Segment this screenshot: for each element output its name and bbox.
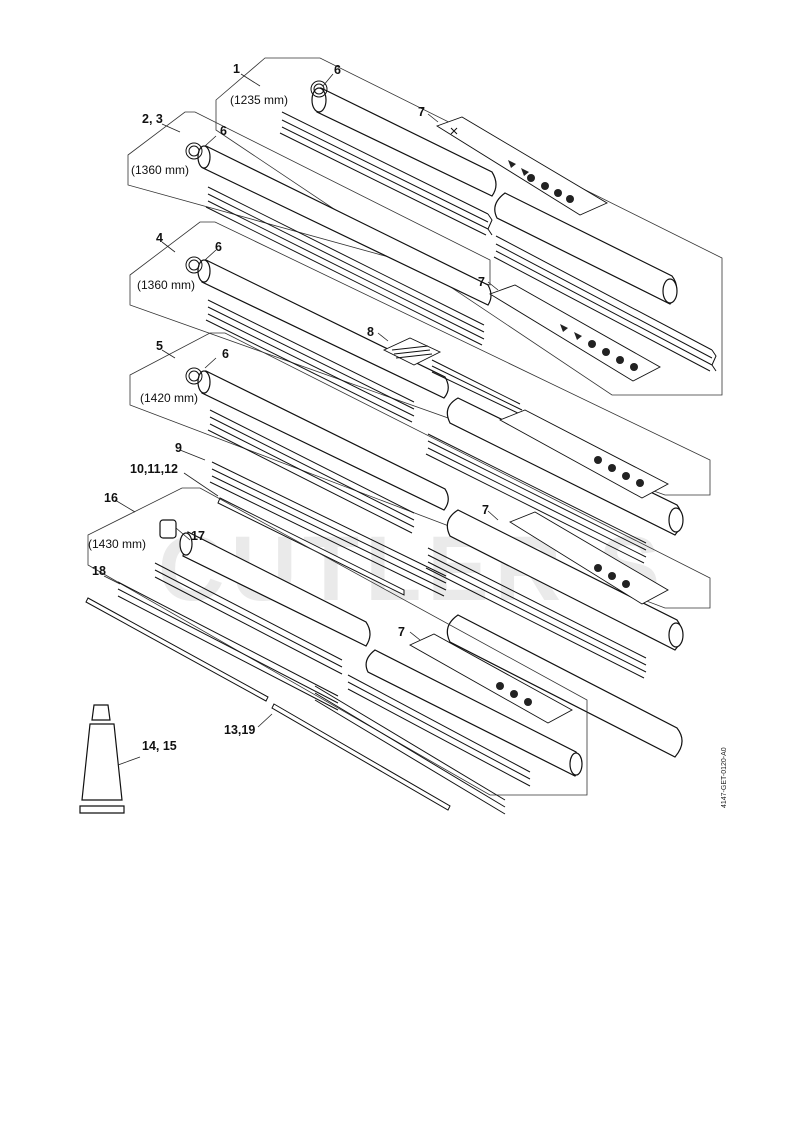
dimension-1430: (1430 mm): [88, 537, 146, 551]
label-6-c: 6: [215, 240, 222, 254]
label-18: 18: [92, 564, 106, 578]
tube-item-5-upper: [197, 370, 449, 511]
panel-item-5: [129, 332, 711, 609]
label-9: 9: [175, 441, 182, 455]
label-7-d: 7: [398, 625, 405, 639]
tube-item-9-lower: [446, 614, 683, 758]
tube-item-5-lower: [446, 509, 684, 651]
label-5: 5: [156, 339, 163, 353]
label-6-a: 6: [334, 63, 341, 77]
label-8: 8: [367, 325, 374, 339]
decal-item-7-b: [488, 284, 661, 382]
label-6-d: 6: [222, 347, 229, 361]
tube-item-4-lower: [446, 397, 684, 536]
ring-item-6-c: [185, 256, 203, 274]
tube-item-16: [179, 531, 583, 777]
decal-item-7-d: [509, 511, 669, 605]
dimension-1235: (1235 mm): [230, 93, 288, 107]
grease-tube-item-14-15: [79, 704, 125, 814]
dimension-1360-b: (1360 mm): [137, 278, 195, 292]
panel-item-1: [215, 57, 723, 396]
profile-item-5-lower: [425, 547, 647, 679]
profile-item-9: [209, 461, 447, 597]
decal-item-7-e: [409, 633, 573, 724]
profile-item-4-lower: [425, 433, 647, 564]
decal-item-7-c: [498, 409, 669, 499]
panel-item-4: [129, 221, 711, 496]
leader-lines: [103, 73, 499, 766]
tube-item-1: [311, 87, 678, 305]
label-17: 17: [191, 529, 205, 543]
dimension-1360-a: (1360 mm): [131, 163, 189, 177]
shaft-item-13-19: [85, 597, 451, 811]
label-2-3: 2, 3: [142, 112, 163, 126]
panel-item-16: [87, 487, 588, 796]
dimension-1420: (1420 mm): [140, 391, 198, 405]
profile-item-4-upper: [205, 299, 415, 423]
ring-item-6-a: [310, 80, 328, 98]
profile-item-2-3: [205, 186, 485, 346]
profile-item-18: [117, 581, 506, 815]
label-16: 16: [104, 491, 118, 505]
tube-item-2-3: [197, 145, 492, 306]
profile-item-5-upper: [207, 409, 415, 534]
tube-item-4-upper: [197, 259, 449, 399]
label-6-b: 6: [220, 124, 227, 138]
label-4: 4: [156, 231, 163, 245]
ring-item-6-d: [185, 367, 203, 385]
profile-item-16: [154, 562, 531, 787]
label-7-a: 7: [418, 105, 425, 119]
drawing-code: 4147-GET-0120-A0: [721, 747, 728, 808]
ring-item-6-b: [185, 142, 203, 160]
label-7-c: 7: [482, 503, 489, 517]
shaft-item-10-11-12: [217, 497, 405, 596]
label-7-b: 7: [478, 275, 485, 289]
profile-item-1: [279, 111, 717, 372]
label-10-11-12: 10,11,12: [130, 462, 178, 476]
sticker-item-8: [382, 337, 525, 417]
label-1: 1: [233, 62, 240, 76]
decal-item-7-a: [435, 116, 608, 216]
bushing-item-17: [159, 519, 177, 539]
panel-item-2-3: [127, 111, 491, 286]
label-14-15: 14, 15: [142, 739, 177, 753]
label-13-19: 13,19: [224, 723, 255, 737]
